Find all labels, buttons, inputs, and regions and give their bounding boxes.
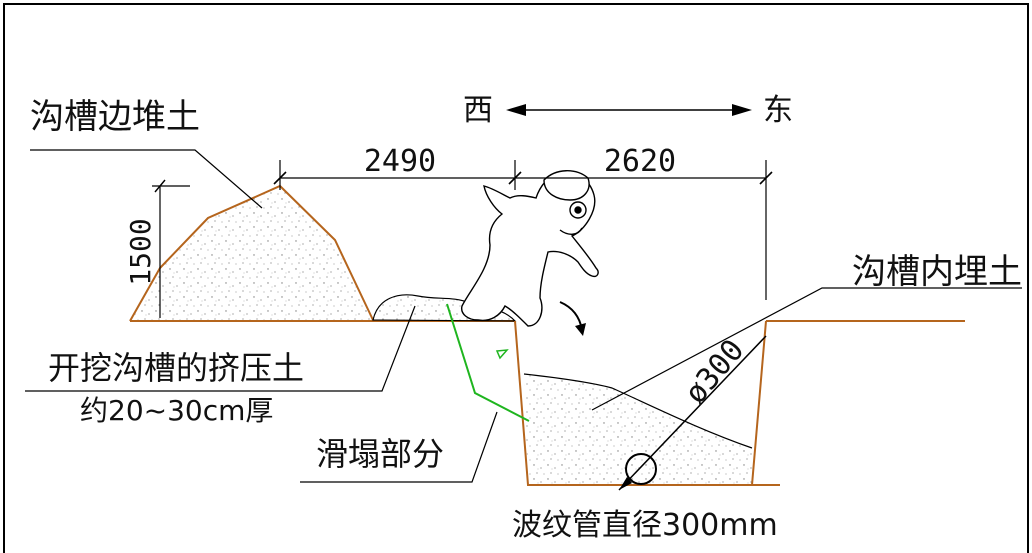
- west-label: 西: [463, 93, 493, 128]
- spoil-heap-outline: [129, 184, 374, 322]
- height-tick-top: [154, 179, 166, 193]
- east-span-label: 2620: [604, 144, 676, 179]
- fall-direction-arrowhead: [575, 323, 586, 336]
- direction-arrowhead-west: [506, 104, 526, 116]
- pipe-diameter-label: ø300: [678, 333, 751, 411]
- spoil-heap-label: 沟槽边堆土: [30, 97, 200, 137]
- span-tick-mid: [508, 171, 522, 185]
- direction-arrowhead-east: [732, 104, 752, 116]
- falling-worker-figure: [461, 170, 599, 327]
- slide-line: [446, 303, 530, 422]
- span-tick-right: [759, 171, 773, 185]
- slide-part-label: 滑塌部分: [316, 435, 444, 473]
- spoil-heap-fill: [130, 186, 373, 321]
- backfill-fill: [524, 374, 752, 485]
- pipe-diameter-leader: [618, 335, 767, 491]
- backfill-label: 沟槽内埋土: [852, 252, 1022, 292]
- east-label: 东: [763, 93, 793, 128]
- frame-border: [3, 3, 1029, 553]
- squeezed-soil-leader: [25, 305, 416, 392]
- squeezed-soil-label: 开挖沟槽的挤压土: [48, 349, 304, 387]
- slide-marker: [495, 349, 509, 360]
- squeezed-thickness-label: 约20~30cm厚: [80, 394, 273, 427]
- pipe-arrow: [619, 477, 632, 490]
- span-tick-left: [273, 171, 287, 185]
- west-span-label: 2490: [364, 144, 436, 179]
- pipe-circle: [625, 453, 657, 485]
- height-dimension-label: 1500: [124, 218, 157, 285]
- slide-part-leader: [300, 411, 498, 483]
- pipe-label: 波纹管直径300mm: [512, 508, 778, 543]
- backfill-leader: [591, 287, 1022, 411]
- spoil-heap-leader: [30, 149, 263, 209]
- backfill-outline: [523, 373, 753, 449]
